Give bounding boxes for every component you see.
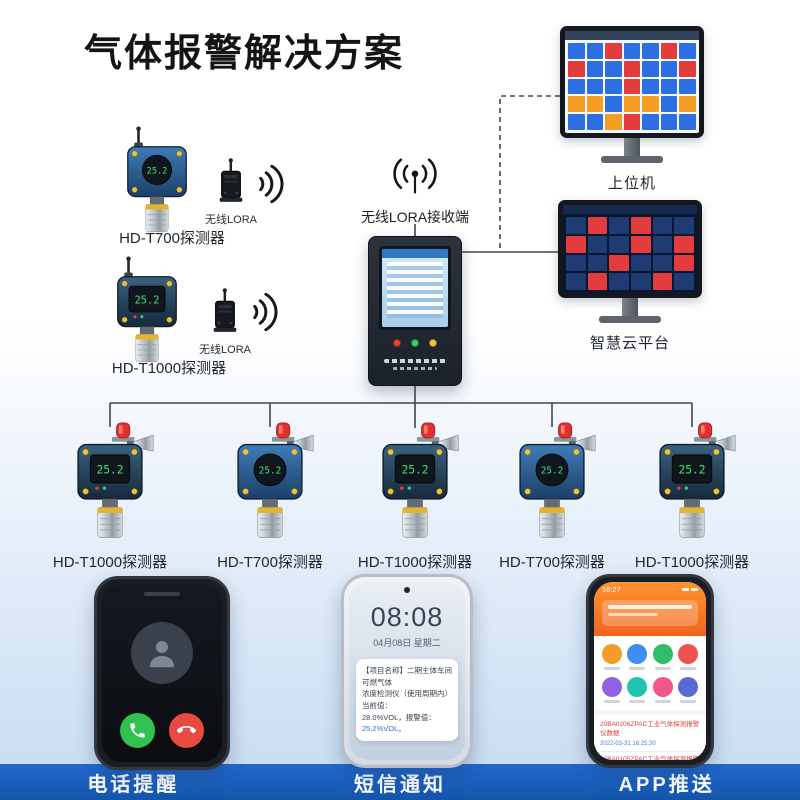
sms-line-1: 【项目名称】二期主体车间可燃气体 bbox=[362, 666, 452, 687]
lora-receiver: 无线LORA接收端 bbox=[340, 148, 490, 227]
app-icon[interactable] bbox=[600, 677, 624, 703]
person-icon bbox=[150, 641, 174, 668]
detector-label: HD-T1000探测器 bbox=[634, 554, 750, 571]
sms-notification-card[interactable]: 【项目名称】二期主体车间可燃气体 浓度检测仪（使用周期内）当前值： 28.0%V… bbox=[356, 659, 458, 741]
phone-call-alert bbox=[94, 576, 230, 770]
cloud-monitor-screen bbox=[558, 200, 702, 298]
page-title: 气体报警解决方案 bbox=[84, 33, 405, 75]
detector-t1000-label: HD-T1000探测器 bbox=[111, 360, 227, 377]
app-screen: 16:27 20BA0206ZPAC工业气体探测报警仪数据 2022-03-31… bbox=[594, 582, 706, 760]
wired-detector-2: HD-T700探测器 bbox=[195, 422, 345, 572]
detector-t1000-wireless bbox=[104, 256, 190, 368]
phone-speaker bbox=[144, 592, 180, 596]
lora-module-label: 无线LORA bbox=[205, 214, 257, 226]
lora-receiver-label: 无线LORA接收端 bbox=[360, 209, 470, 225]
detector-icon bbox=[505, 422, 599, 544]
footer-bar: 电话提醒 短信通知 APP推送 bbox=[0, 764, 800, 800]
alert-list-item[interactable]: 20BA0105ZPAC工业气体探测报警仪数据 2022-03-31 16:25… bbox=[600, 750, 700, 760]
phone-sms-alert: 08:08 04月08日 星期二 【项目名称】二期主体车间可燃气体 浓度检测仪（… bbox=[341, 574, 473, 768]
answer-call-button[interactable] bbox=[120, 713, 155, 748]
lora-module-icon bbox=[208, 288, 242, 339]
app-alert-list: 20BA0206ZPAC工业气体探测报警仪数据 2022-03-31 16:25… bbox=[594, 715, 706, 760]
app-icon[interactable] bbox=[651, 677, 675, 703]
controller-display bbox=[382, 249, 448, 327]
monitor-stand-neck bbox=[622, 298, 638, 316]
decline-call-button[interactable] bbox=[169, 713, 204, 748]
detector-label: HD-T1000探测器 bbox=[52, 554, 168, 571]
host-screen-tile-grid bbox=[565, 40, 699, 133]
host-computer-label: 上位机 bbox=[607, 175, 656, 192]
lockscreen-date: 04月08日 星期二 bbox=[373, 638, 441, 648]
host-monitor-screen bbox=[560, 26, 704, 138]
cloud-platform-monitor: 智慧云平台 bbox=[558, 200, 702, 353]
wire-host-to-cabinet bbox=[499, 95, 560, 252]
monitor-stand-base bbox=[599, 316, 661, 323]
cloud-platform-label: 智慧云平台 bbox=[589, 335, 670, 352]
app-icon[interactable] bbox=[677, 677, 701, 703]
detector-icon bbox=[645, 422, 739, 544]
wired-detector-5: HD-T1000探测器 bbox=[617, 422, 767, 572]
monitor-stand-neck bbox=[624, 138, 640, 156]
app-icon[interactable] bbox=[651, 644, 675, 670]
phone-icon bbox=[130, 723, 145, 738]
app-icon[interactable] bbox=[600, 644, 624, 670]
monitor-stand-base bbox=[601, 156, 663, 163]
host-computer-monitor: 上位机 bbox=[560, 26, 704, 193]
alert-list-item[interactable]: 20BA0206ZPAC工业气体探测报警仪数据 2022-03-31 16:25… bbox=[600, 721, 700, 747]
sms-value: 25.2%VOL。 bbox=[362, 724, 406, 734]
controller-brand-text-2 bbox=[393, 367, 437, 370]
status-icons bbox=[682, 587, 698, 592]
signal-waves-icon bbox=[248, 284, 280, 340]
phone-down-icon bbox=[177, 725, 196, 734]
detector-label: HD-T700探测器 bbox=[499, 554, 605, 571]
status-bar: 16:27 bbox=[594, 585, 706, 594]
app-header: 16:27 bbox=[594, 582, 706, 636]
detector-icon bbox=[63, 422, 157, 544]
call-screen bbox=[102, 584, 222, 762]
detector-t700-label: HD-T700探测器 bbox=[119, 230, 225, 247]
lockscreen-time: 08:08 bbox=[370, 602, 444, 632]
controller-leds bbox=[379, 339, 451, 347]
led-red bbox=[393, 339, 401, 347]
wired-detector-4: HD-T700探测器 bbox=[477, 422, 627, 572]
led-yellow bbox=[429, 339, 437, 347]
detector-icon bbox=[368, 422, 462, 544]
led-green bbox=[411, 339, 419, 347]
cloud-screen-toolbar bbox=[563, 205, 697, 214]
detector-label: HD-T1000探测器 bbox=[357, 554, 473, 571]
footer-item-phone: 电话提醒 bbox=[87, 773, 180, 796]
sms-screen: 08:08 04月08日 星期二 【项目名称】二期主体车间可燃气体 浓度检测仪（… bbox=[349, 582, 465, 760]
app-banner[interactable] bbox=[602, 600, 698, 626]
phone-app-push: 16:27 20BA0206ZPAC工业气体探测报警仪数据 2022-03-31… bbox=[586, 574, 714, 768]
detector-label: HD-T700探测器 bbox=[217, 554, 323, 571]
lora-module-label: 无线LORA bbox=[199, 344, 251, 356]
app-icon[interactable] bbox=[626, 677, 650, 703]
footer-item-sms: 短信通知 bbox=[354, 773, 446, 796]
wired-detector-1: HD-T1000探测器 bbox=[35, 422, 185, 572]
alarm-controller-cabinet bbox=[368, 236, 462, 386]
wireless-signal-icon bbox=[390, 148, 440, 198]
controller-brand-text bbox=[384, 359, 446, 363]
caller-avatar bbox=[131, 622, 193, 684]
app-icon[interactable] bbox=[677, 644, 701, 670]
app-icon-grid bbox=[594, 636, 706, 710]
cloud-screen-tile-grid bbox=[563, 214, 697, 293]
detector-icon bbox=[223, 422, 317, 544]
signal-waves-icon bbox=[254, 156, 286, 212]
sms-line-3: 28.0%VOL，报警值：25.2%VOL。 bbox=[362, 712, 436, 734]
wired-detector-3: HD-T1000探测器 bbox=[340, 422, 490, 572]
app-icon[interactable] bbox=[626, 644, 650, 670]
footer-item-app: APP推送 bbox=[618, 773, 715, 796]
camera-dot bbox=[404, 587, 410, 593]
detector-t700-wireless bbox=[114, 126, 200, 238]
status-time: 16:27 bbox=[602, 585, 621, 594]
lora-module-icon bbox=[214, 158, 248, 209]
controller-screen bbox=[379, 246, 451, 330]
sms-line-2: 浓度检测仪（使用周期内）当前值： bbox=[362, 689, 452, 710]
host-screen-toolbar bbox=[565, 31, 699, 40]
